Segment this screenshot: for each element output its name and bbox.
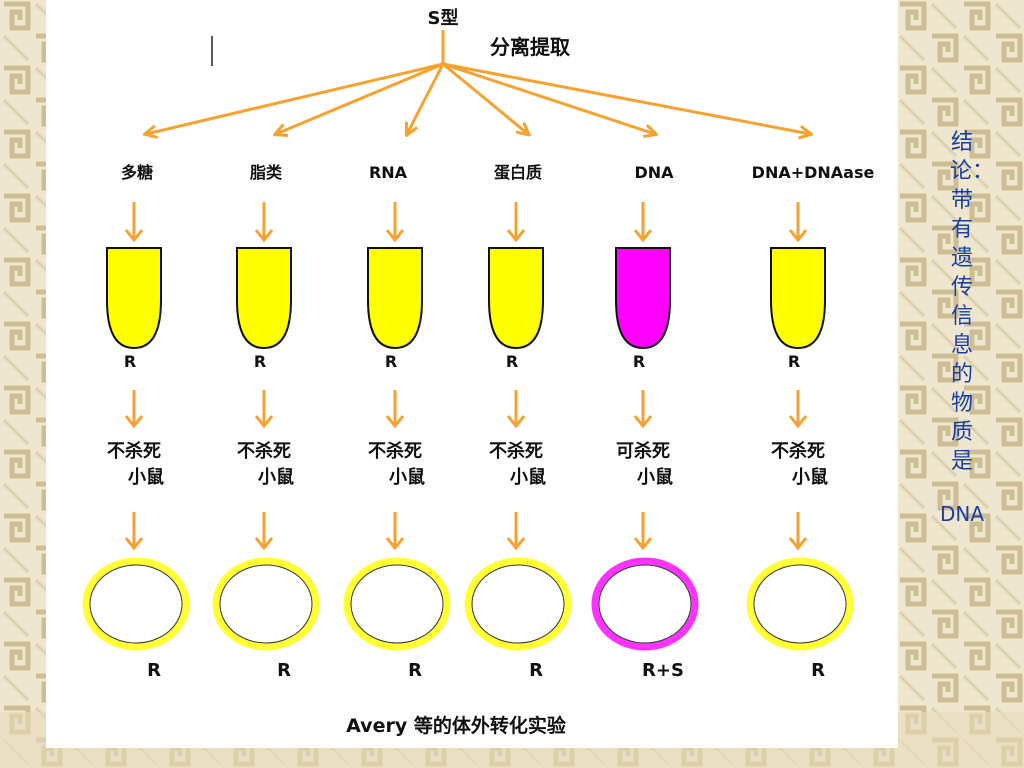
colony-label: R [147, 660, 161, 681]
test-tube [106, 247, 162, 350]
extraction-label: 分离提取 [490, 35, 570, 59]
conclusion-answer: DNA [939, 502, 985, 526]
colony-label: R [277, 660, 291, 681]
substance-label: DNA [634, 163, 674, 182]
down-arrow [506, 390, 526, 429]
down-arrow [506, 202, 526, 243]
colony-label: R [811, 660, 825, 681]
diagram-panel: S型 分离提取 多糖 R 不杀死小鼠 R 脂类 R 不杀死小鼠 R RNA R 不杀死小鼠 R 蛋白质 R… [46, 0, 898, 748]
fan-arrow [146, 62, 444, 134]
down-arrow [633, 202, 653, 243]
colony-dish [212, 557, 320, 651]
test-tube [615, 247, 671, 350]
result-text: 小鼠 [510, 466, 546, 488]
substance-label: 蛋白质 [494, 163, 542, 182]
substance-label: 脂类 [250, 163, 283, 182]
test-tube [488, 247, 544, 350]
tube-label: R [254, 352, 266, 371]
tube-label: R [124, 352, 136, 371]
tube-label: R [385, 352, 397, 371]
result-text: 不杀死 [489, 440, 543, 462]
conclusion: 结论：带有遗传信息的物质是 DNA [932, 128, 995, 529]
colony-dish [746, 557, 854, 651]
fan-arrow [442, 62, 810, 134]
test-tube [770, 247, 826, 350]
down-arrow [633, 512, 653, 551]
down-arrow [385, 202, 405, 243]
result-text: 可杀死 [616, 440, 670, 462]
result-text: 小鼠 [792, 466, 828, 488]
tube-label: R [633, 352, 645, 371]
experiment-columns: 多糖R不杀死小鼠R脂类R不杀死小鼠RRNAR不杀死小鼠R蛋白质R不杀死小鼠RDN… [82, 163, 875, 681]
down-arrow [385, 390, 405, 429]
result-text: 不杀死 [107, 440, 161, 462]
fan-arrow [442, 62, 655, 134]
substance-label: DNA+DNAase [752, 163, 875, 182]
colony-label: R [408, 660, 422, 681]
colony-dish [464, 557, 572, 651]
colony-dish [343, 557, 451, 651]
down-arrow [385, 512, 405, 551]
colony-dish [591, 557, 699, 651]
result-text: 不杀死 [237, 440, 291, 462]
down-arrow [124, 202, 144, 243]
down-arrow [124, 390, 144, 429]
down-arrow [254, 512, 274, 551]
caption: Avery 等的体外转化实验 [346, 714, 567, 737]
result-text: 不杀死 [368, 440, 422, 462]
down-arrow [788, 202, 808, 243]
down-arrow [254, 390, 274, 429]
fan-arrow [276, 62, 444, 134]
result-text: 小鼠 [128, 466, 164, 488]
source-label: S型 [428, 7, 459, 29]
fan-arrow [407, 63, 445, 134]
result-text: 小鼠 [637, 466, 673, 488]
substance-label: 多糖 [121, 163, 153, 182]
colony-label: R+S [642, 660, 684, 681]
colony-label: R [529, 660, 543, 681]
substance-label: RNA [369, 163, 408, 182]
down-arrow [788, 512, 808, 551]
colony-dish [82, 557, 190, 651]
test-tube [367, 247, 423, 350]
down-arrow [254, 202, 274, 243]
conclusion-text: 结论：带有遗传信息的物质是 [950, 130, 995, 474]
test-tube [236, 247, 292, 350]
down-arrow [633, 390, 653, 429]
down-arrow [788, 390, 808, 429]
down-arrow [506, 512, 526, 551]
fan-arrow [442, 62, 528, 134]
result-text: 小鼠 [389, 466, 425, 488]
down-arrow [124, 512, 144, 551]
result-text: 小鼠 [258, 466, 294, 488]
fan-arrows [146, 62, 810, 134]
result-text: 不杀死 [771, 440, 825, 462]
tube-label: R [506, 352, 518, 371]
tube-label: R [788, 352, 800, 371]
